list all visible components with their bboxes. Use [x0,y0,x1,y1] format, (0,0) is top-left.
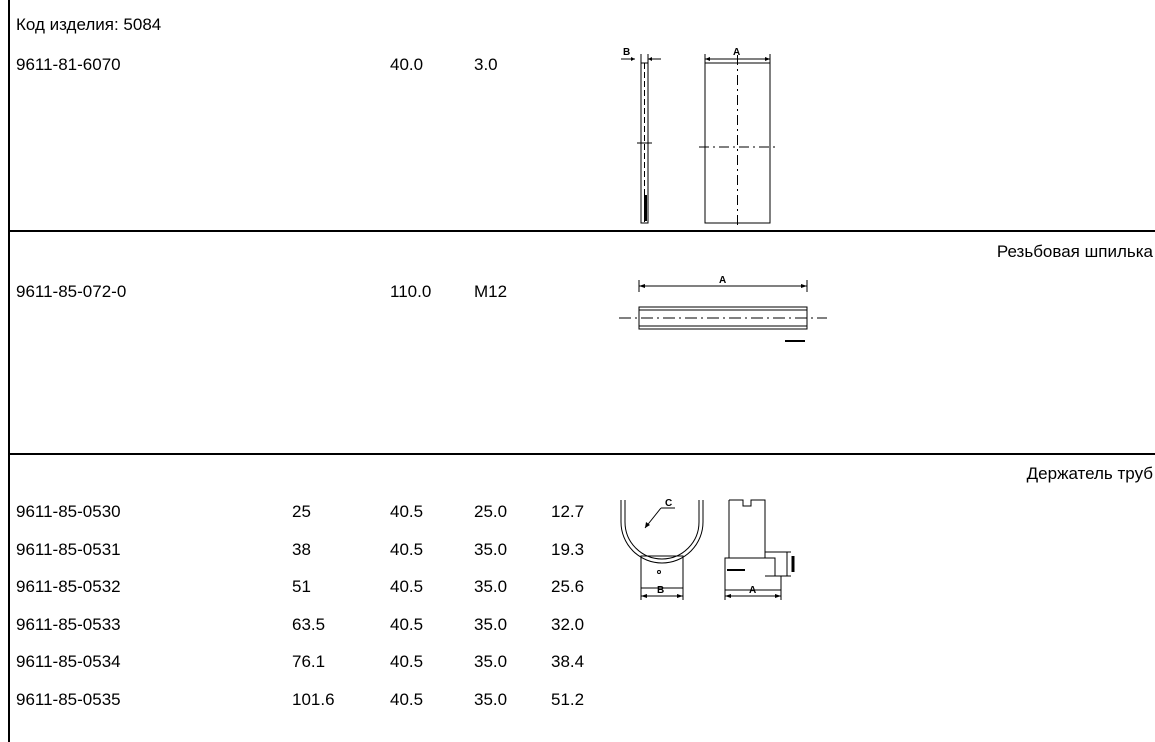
section-divider-2 [8,453,1155,455]
holder-label-a: A [749,585,756,596]
table-row-c: 25.6 [551,577,585,596]
table-row-d: 63.5 [292,615,326,634]
plate-drawing: B A [621,47,775,225]
table-row-c: 32.0 [551,615,585,634]
dimension-a: 40.0 [390,55,424,74]
dimension-a: 110.0 [390,282,432,301]
table-row-c: 19.3 [551,540,585,559]
table-row-b: 35.0 [474,540,508,559]
table-row-a: 40.5 [390,502,424,521]
table-row-d: 51 [292,577,311,596]
table-row-b: 35.0 [474,652,508,671]
left-border [8,0,10,742]
table-row-a: 40.5 [390,615,424,634]
table-row-b: 25.0 [474,502,508,521]
table-row-part: 9611-85-0532 [16,577,121,596]
part-number: 9611-85-072-0 [16,282,127,301]
part-number: 9611-81-6070 [16,55,121,74]
section-title-pipe-holder: Держатель труб [1026,464,1153,483]
table-row-d: 101.6 [292,690,335,709]
section-divider-1 [8,230,1155,232]
table-row-a: 40.5 [390,652,424,671]
table-row-part: 9611-85-0531 [16,540,121,559]
pipe-holder-drawing: C B A [620,498,795,600]
holder-label-b: B [657,585,664,596]
thread-size: M12 [474,282,508,301]
table-row-b: 35.0 [474,615,508,634]
product-code: Код изделия: 5084 [16,15,162,34]
table-row-b: 35.0 [474,690,508,709]
table-row-part: 9611-85-0533 [16,615,121,634]
plate-label-b: B [623,47,630,58]
table-row-c: 51.2 [551,690,585,709]
section-title-threaded-rod: Резьбовая шпилька [996,242,1153,261]
rod-label-a: A [719,275,726,286]
table-row-a: 40.5 [390,690,424,709]
table-row-a: 40.5 [390,540,424,559]
table-row-d: 76.1 [292,652,326,671]
table-row-part: 9611-85-0534 [16,652,121,671]
table-row-b: 35.0 [474,577,508,596]
plate-label-a: A [733,47,740,58]
table-row-c: 38.4 [551,652,585,671]
threaded-rod-drawing: A [619,275,827,342]
holder-label-c: C [665,498,672,509]
table-row-c: 12.7 [551,502,585,521]
dimension-b: 3.0 [474,55,498,74]
table-row-a: 40.5 [390,577,424,596]
table-row-part: 9611-85-0530 [16,502,121,521]
table-row-d: 25 [292,502,311,521]
table-row-d: 38 [292,540,311,559]
table-row-part: 9611-85-0535 [16,690,121,709]
